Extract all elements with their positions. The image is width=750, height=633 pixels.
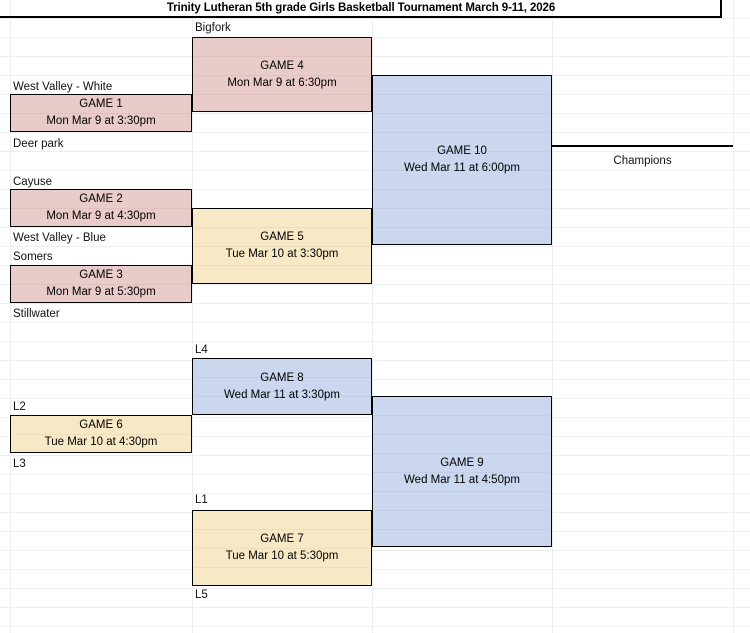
slot-stillwater[interactable]: Stillwater [13,308,60,320]
game-box-game-10[interactable]: GAME 10 Wed Mar 11 at 6:00pm [372,75,552,245]
game-box-game-8[interactable]: GAME 8 Wed Mar 11 at 3:30pm [192,358,372,415]
grid-col-line [733,0,734,633]
grid-col-line [192,0,193,633]
game-label: GAME 3 [79,269,123,281]
game-box-game-1[interactable]: GAME 1 Mon Mar 9 at 3:30pm [10,94,192,132]
grid-row-line [0,37,750,38]
game-label: GAME 5 [260,231,304,243]
slot-cayuse[interactable]: Cayuse [13,176,52,188]
grid-row-line [0,303,750,304]
game-label: GAME 6 [79,419,123,431]
game-time: Tue Mar 10 at 3:30pm [225,248,339,260]
slot-l5[interactable]: L5 [195,589,208,601]
game-box-game-9[interactable]: GAME 9 Wed Mar 11 at 4:50pm [372,396,552,547]
slot-l3[interactable]: L3 [13,458,26,470]
game-label: GAME 1 [79,98,123,110]
game-label: GAME 8 [260,371,304,384]
grid-col-line [10,0,11,633]
game-box-game-5[interactable]: GAME 5 Tue Mar 10 at 3:30pm [192,208,372,284]
grid-row-line [0,607,750,608]
game-time: Wed Mar 11 at 3:30pm [224,388,340,401]
game-time: Wed Mar 11 at 6:00pm [404,162,520,174]
grid-row-line [0,569,750,570]
grid-row-line [0,626,750,627]
grid-row-line [0,341,750,342]
slot-west-valley-white[interactable]: West Valley - White [13,81,113,93]
slot-l2[interactable]: L2 [13,401,26,413]
grid-row-line [0,379,750,380]
slot-bigfork[interactable]: Bigfork [195,22,231,34]
grid-row-line [0,360,750,361]
slot-west-valley-blue[interactable]: West Valley - Blue [13,232,106,244]
game-box-game-6[interactable]: GAME 6 Tue Mar 10 at 4:30pm [10,415,192,453]
game-box-game-3[interactable]: GAME 3 Mon Mar 9 at 5:30pm [10,265,192,303]
game-time: Mon Mar 9 at 6:30pm [227,76,337,89]
grid-row-line [0,322,750,323]
grid-row-line [0,588,750,589]
title-end-cap [720,0,722,18]
slot-l4[interactable]: L4 [195,344,208,356]
grid-row-line [0,56,750,57]
game-label: GAME 10 [437,145,487,157]
game-label: GAME 4 [260,59,304,72]
game-label: GAME 9 [440,456,484,469]
game-time: Mon Mar 9 at 4:30pm [46,210,156,222]
grid-col-line [552,0,553,633]
game-time: Tue Mar 10 at 4:30pm [44,436,158,448]
slot-l1[interactable]: L1 [195,494,208,506]
grid-col-line [372,0,373,633]
game-box-game-4[interactable]: GAME 4 Mon Mar 9 at 6:30pm [192,37,372,112]
grid-row-line [0,550,750,551]
grid-row-line [0,246,750,247]
grid-row-line [0,18,750,19]
game-label: GAME 2 [79,193,123,205]
game-time: Wed Mar 11 at 4:50pm [404,473,520,486]
grid-row-line [0,265,750,266]
game-label: GAME 7 [260,533,304,545]
champions-line [552,145,733,147]
game-box-game-7[interactable]: GAME 7 Tue Mar 10 at 5:30pm [192,510,372,586]
page-title: Trinity Lutheran 5th grade Girls Basketb… [166,2,556,14]
slot-somers[interactable]: Somers [13,251,53,263]
champions-label: Champions [613,155,672,167]
title-underline [0,16,722,18]
game-time: Mon Mar 9 at 3:30pm [46,115,156,127]
game-time: Mon Mar 9 at 5:30pm [46,286,156,298]
game-time: Tue Mar 10 at 5:30pm [225,550,339,562]
slot-deer-park[interactable]: Deer park [13,138,64,150]
grid-row-line [0,284,750,285]
game-box-game-2[interactable]: GAME 2 Mon Mar 9 at 4:30pm [10,189,192,227]
